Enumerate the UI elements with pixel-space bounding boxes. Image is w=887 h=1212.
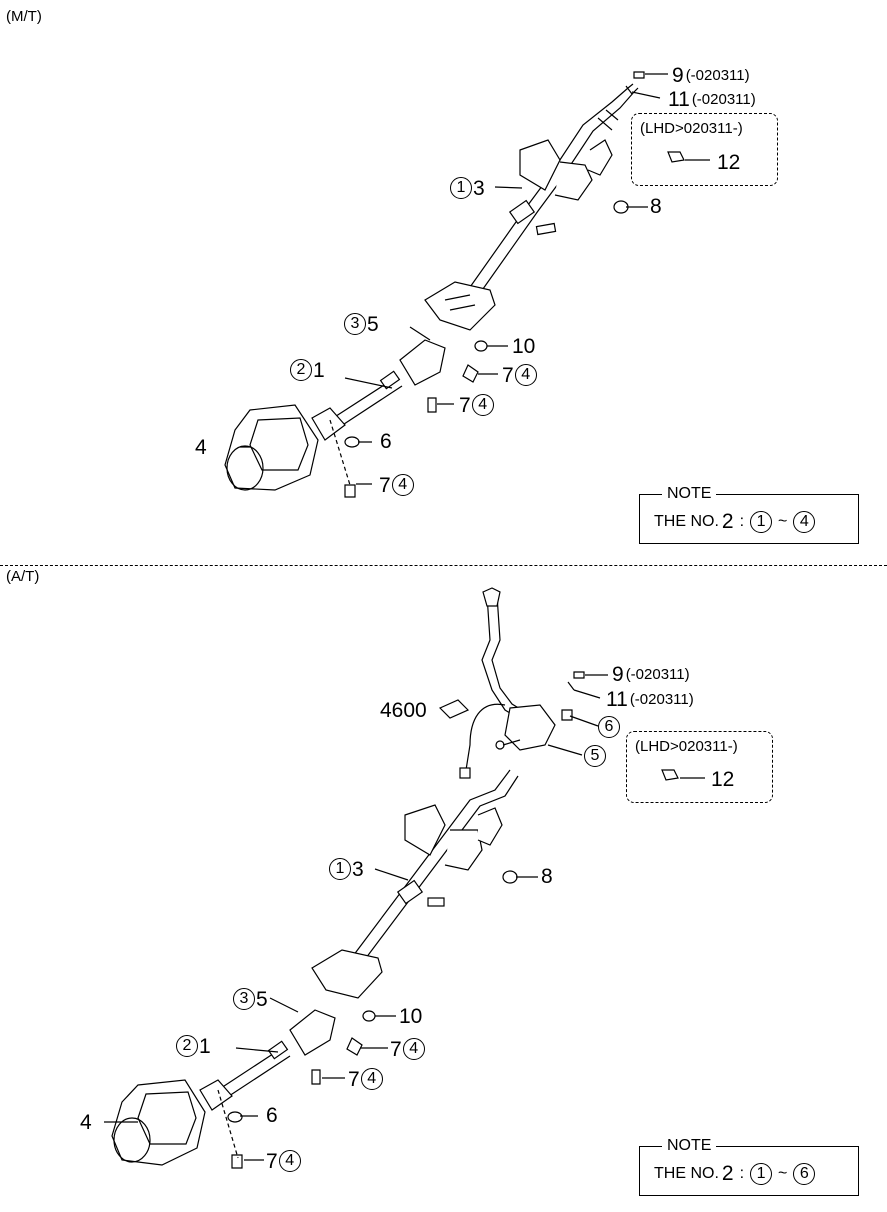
mt-note-text: THE NO.2:1~4 [654, 510, 816, 534]
at-bolt-7c [231, 1154, 243, 1169]
at-label-4600: 4600 [380, 699, 427, 722]
mt-column-tube [467, 83, 634, 291]
mt-key-9 [633, 71, 645, 79]
section-divider [0, 565, 887, 566]
at-bolt-8 [502, 870, 518, 884]
at-washer-10 [362, 1010, 376, 1022]
mt-lower-bracket [424, 281, 496, 331]
mt-note-title: NOTE [662, 485, 717, 503]
at-lock-12 [661, 769, 679, 781]
at-shift-lever [481, 594, 531, 723]
at-note-box: NOTE THE NO.2:1~6 [639, 1137, 859, 1196]
mt-label-11: 11(-020311) [668, 87, 756, 111]
at-label-8: 8 [541, 865, 553, 888]
mt-lhd-title: (LHD>020311-) [640, 120, 743, 137]
at-nut-6 [227, 1111, 243, 1123]
mt-lhd-box: (LHD>020311-) 12 [631, 113, 778, 186]
mt-washer-10 [474, 340, 488, 352]
at-upper-bracket [404, 804, 446, 856]
section-label-at: (A/T) [6, 568, 40, 585]
at-bolt-7b [311, 1069, 321, 1085]
at-note-title: NOTE [662, 1137, 717, 1155]
at-bolt-6c [561, 709, 573, 721]
mt-pin-11 [625, 85, 633, 95]
at-label-11: 11(-020311) [606, 687, 694, 711]
mt-label-6: 6 [380, 430, 392, 453]
mt-bolt-7b [427, 397, 437, 413]
at-key-9 [573, 671, 585, 679]
at-shift-bracket [504, 704, 556, 751]
mt-drawing [224, 71, 710, 498]
at-lower-bracket [311, 949, 383, 999]
at-note-text: THE NO.2:1~6 [654, 1162, 816, 1186]
mt-label-10: 10 [512, 335, 536, 358]
mt-bolt-7a [462, 364, 479, 383]
at-lhd-box: (LHD>020311-) 12 [626, 731, 773, 803]
at-label-6c: 6 [598, 716, 621, 739]
mt-note-box: NOTE THE NO.2:1~4 [639, 485, 859, 544]
mt-universal-joint [399, 339, 446, 386]
at-label-9: 9(-020311) [612, 662, 690, 686]
at-cable [465, 703, 506, 771]
mt-bolt-8 [613, 200, 629, 214]
at-label-4: 4 [80, 1111, 92, 1134]
at-lhd-title: (LHD>020311-) [635, 738, 738, 755]
at-label-5c: 5 [584, 745, 607, 768]
at-drawing [104, 587, 705, 1169]
mt-nut-6 [344, 436, 360, 448]
mt-label-8: 8 [650, 195, 662, 218]
section-label-mt: (M/T) [6, 8, 42, 25]
mt-lock-12 [667, 151, 685, 163]
at-universal-joint [289, 1009, 336, 1056]
mt-label-4: 4 [195, 436, 207, 459]
at-bolt-7a [346, 1037, 363, 1056]
mt-column-cover [224, 404, 319, 491]
mt-label-12: 12 [717, 151, 741, 174]
at-label-6: 6 [266, 1104, 278, 1127]
at-pin-11 [567, 681, 575, 691]
mt-bolt-7c [344, 484, 356, 498]
at-label-10: 10 [399, 1005, 423, 1028]
at-label-12: 12 [711, 768, 735, 791]
at-column-tube [349, 769, 519, 967]
mt-upper-bracket [519, 139, 561, 191]
mt-label-9: 9(-020311) [672, 63, 750, 87]
